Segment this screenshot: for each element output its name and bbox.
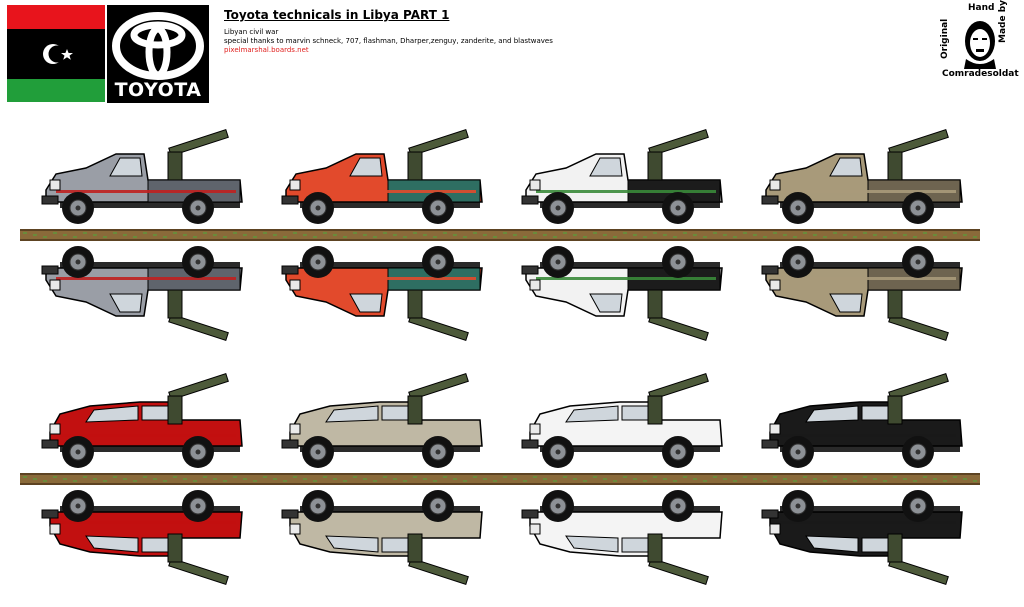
technical-4[interactable] (740, 118, 980, 356)
technical-7-drawing (500, 373, 740, 585)
vehicle-reflection (761, 490, 963, 585)
dirt-strip (20, 229, 260, 241)
vehicle (761, 129, 963, 224)
crescent-star-icon (43, 44, 73, 64)
technical-1-drawing (20, 129, 260, 341)
site-link[interactable]: pixelmarshal.boards.net (224, 46, 309, 54)
toyota-logo: TOYOTA (107, 5, 209, 103)
dirt-strip (740, 473, 980, 485)
vehicle (521, 129, 723, 224)
technical-5[interactable] (20, 362, 260, 600)
vehicle-reflection (761, 246, 963, 341)
vehicle (521, 373, 723, 468)
vehicle-reflection (41, 246, 243, 341)
portrait-icon (964, 21, 996, 69)
vehicle-reflection (521, 246, 723, 341)
dirt-strip (260, 229, 500, 241)
technical-3[interactable] (500, 118, 740, 356)
technical-8[interactable] (740, 362, 980, 600)
stamp-author: Comradesoldat (942, 69, 1019, 79)
technical-8-drawing (740, 373, 980, 585)
libyan-flag (7, 5, 105, 102)
toyota-emblem-icon (112, 12, 204, 80)
subtitle: Libyan civil war (224, 28, 279, 36)
flag-band-red (7, 5, 105, 29)
vehicle-reflection (281, 246, 483, 341)
vehicle (281, 373, 483, 468)
technical-1[interactable] (20, 118, 260, 356)
stamp-original: Original (940, 18, 950, 59)
thanks-line: special thanks to marvin schneck, 707, f… (224, 37, 553, 45)
dirt-strip (260, 473, 500, 485)
vehicle (281, 129, 483, 224)
vehicle (41, 129, 243, 224)
technical-5-drawing (20, 373, 260, 585)
dirt-strip (500, 473, 740, 485)
technical-4-drawing (740, 129, 980, 341)
vehicle-reflection (521, 490, 723, 585)
dirt-strip (740, 229, 980, 241)
technical-6-drawing (260, 373, 500, 585)
author-stamp: Hand Made by Original Comradesoldat (940, 0, 1020, 81)
technical-2-drawing (260, 129, 500, 341)
title-block: Toyota technicals in Libya PART 1 Libyan… (224, 8, 724, 55)
vehicle (761, 373, 963, 468)
vehicle-reflection (41, 490, 243, 585)
page-title: Toyota technicals in Libya PART 1 (224, 8, 450, 22)
technical-2[interactable] (260, 118, 500, 356)
vehicle (41, 373, 243, 468)
dirt-strip (20, 473, 260, 485)
flag-band-green (7, 79, 105, 102)
technical-6[interactable] (260, 362, 500, 600)
toyota-wordmark: TOYOTA (114, 79, 202, 101)
dirt-strip (500, 229, 740, 241)
stamp-hand: Hand (968, 3, 995, 13)
technical-7[interactable] (500, 362, 740, 600)
vehicle-reflection (281, 490, 483, 585)
technical-3-drawing (500, 129, 740, 341)
stamp-made-by: Made by (998, 0, 1008, 43)
